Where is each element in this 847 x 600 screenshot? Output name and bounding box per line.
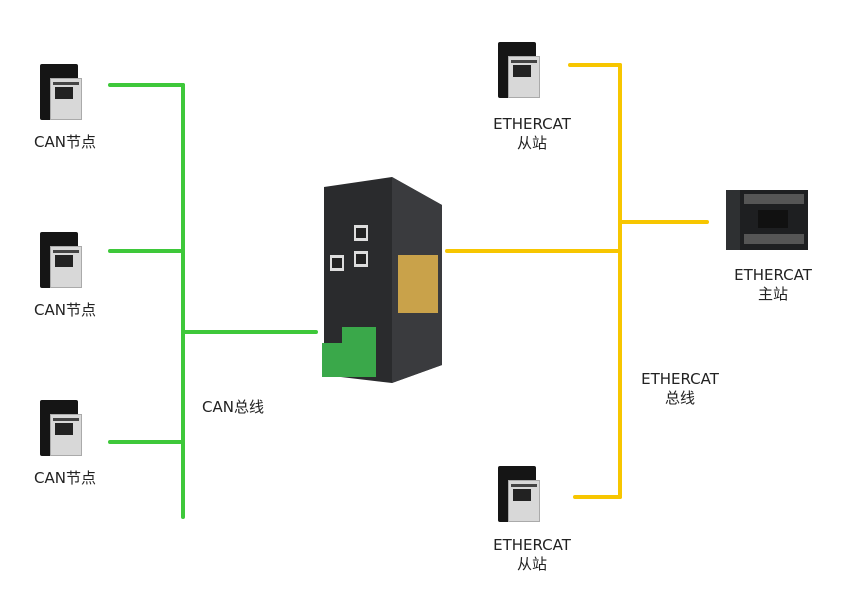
bus-line1: ETHERCAT [641,370,719,388]
servo-drive-icon [494,38,542,100]
servo-drive-icon [36,228,84,290]
servo-drive-icon [36,396,84,458]
plc-icon [726,190,808,250]
can-bus-label: CAN总线 [202,398,264,416]
can-ethercat-gateway-icon [322,177,442,383]
can-node-label-1: CAN节点 [34,133,96,151]
servo-drive-icon [494,462,542,524]
can-node-label-2: CAN节点 [34,301,96,319]
can-node-label-3: CAN节点 [34,469,96,487]
slave-2-line1: ETHERCAT [493,536,571,554]
bus-line2: 总线 [664,389,695,407]
master-line2: 主站 [757,285,788,303]
slave-2-line2: 从站 [516,555,547,573]
master-line1: ETHERCAT [734,266,812,284]
slave-1-line2: 从站 [516,134,547,152]
slave-1-line1: ETHERCAT [493,115,571,133]
servo-drive-icon [36,60,84,122]
